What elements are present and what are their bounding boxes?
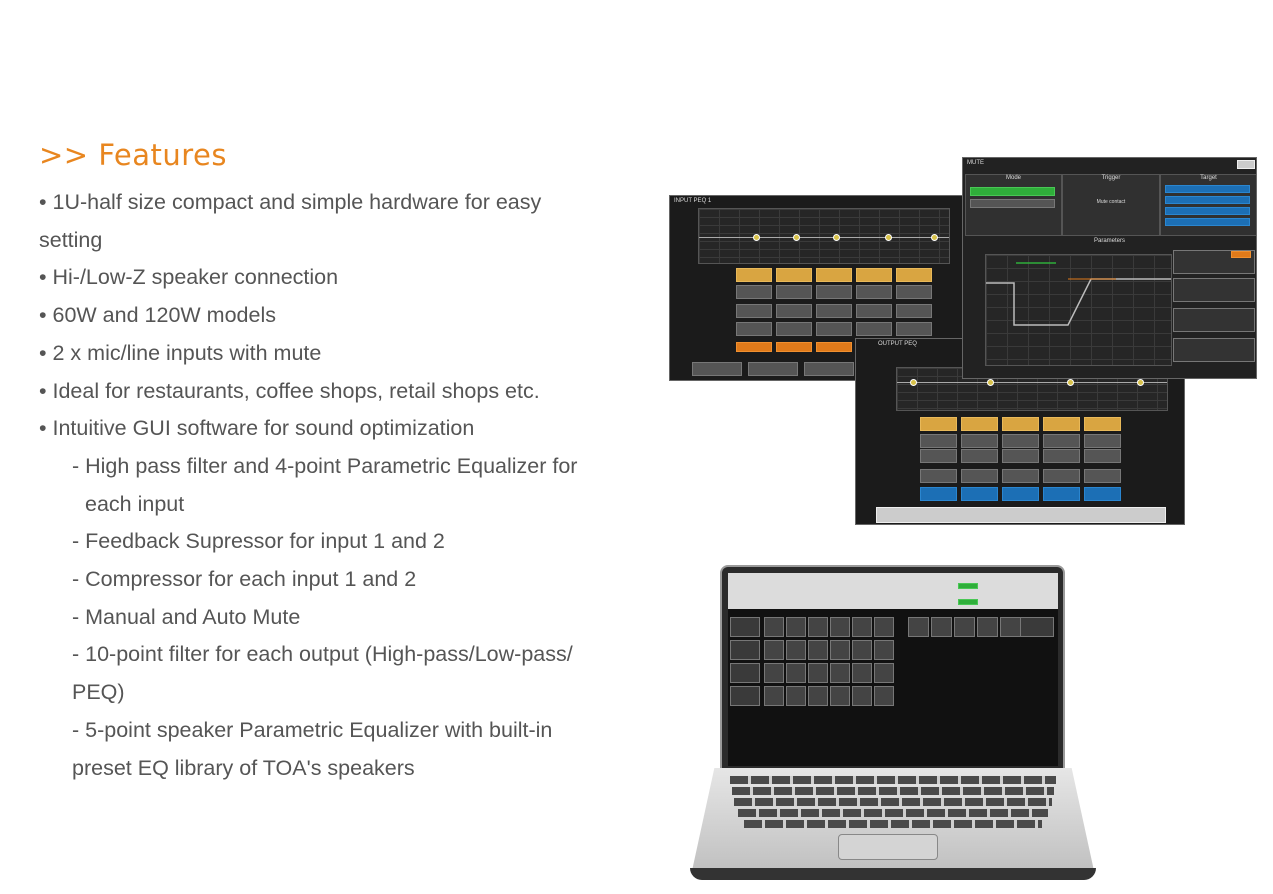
input-peq-graph [698,208,950,264]
mute-title: MUTE [967,160,984,166]
feature-item: - Feedback Supressor for input 1 and 2 [72,529,445,554]
feature-item: • 60W and 120W models [39,303,276,328]
mute-contact-label: Mute contact [1096,199,1126,205]
output-peq-title: OUTPUT PEQ [878,341,917,347]
input-peq-title: INPUT PEQ 1 [674,198,712,204]
mute-screenshot: MUTE Mode Trigger Mute contact Target Pa… [962,157,1257,379]
input-peq-screenshot: INPUT PEQ 1 [669,195,969,381]
feature-item: - Compressor for each input 1 and 2 [72,567,417,592]
mute-graph [985,254,1172,366]
feature-item: - 10-point filter for each output (High-… [72,642,573,667]
feature-item: preset EQ library of TOA's speakers [72,755,415,780]
mute-mode-label: Mode [1005,175,1021,181]
feature-item: • Hi-/Low-Z speaker connection [39,265,339,290]
feature-item: each input [85,491,185,516]
laptop-base-edge [690,868,1096,880]
feature-item: - Manual and Auto Mute [72,604,301,629]
laptop-touchpad [838,834,938,860]
feature-item: • 1U-half size compact and simple hardwa… [39,190,542,214]
feature-item: • 2 x mic/line inputs with mute [39,340,322,365]
mute-parameters-label: Parameters [1093,238,1125,244]
feature-item: - High pass filter and 4-point Parametri… [72,453,578,478]
laptop-screen [728,573,1058,766]
mute-close-button [1237,160,1255,169]
feature-item: PEQ) [72,680,125,705]
feature-item: - 5-point speaker Parametric Equalizer w… [72,717,553,742]
feature-item: • Ideal for restaurants, coffee shops, r… [39,378,540,403]
feature-item: setting [39,227,103,252]
features-heading: >> Features [39,138,228,172]
mute-trigger-label: Trigger [1101,175,1121,181]
feature-item: • Intuitive GUI software for sound optim… [39,416,475,441]
features-list: • 1U-half size compact and simple hardwa… [39,184,639,787]
mute-target-label: Target [1200,175,1217,181]
